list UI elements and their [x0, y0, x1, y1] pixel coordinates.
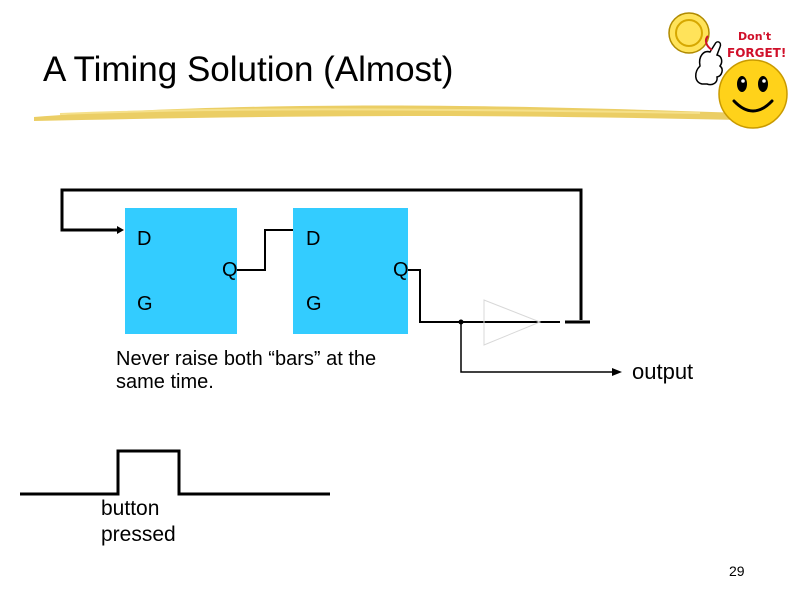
smiley-right-eye	[758, 76, 768, 92]
button-pressed-label: button pressed	[101, 497, 176, 546]
coin-icon	[668, 12, 710, 54]
smiley-face-icon	[718, 59, 788, 129]
latch-1	[125, 208, 237, 334]
badge-text-dont: Don't	[738, 30, 771, 43]
badge-text-forget: FORGET!	[727, 46, 786, 60]
slide-title: A Timing Solution (Almost)	[43, 50, 454, 89]
latch-2-g-label: G	[306, 293, 322, 315]
latch-1-d-label: D	[137, 228, 152, 250]
latch-2-q-label: Q	[393, 259, 409, 281]
title-underline	[34, 105, 742, 121]
feedback-wire	[60, 188, 583, 320]
output-arrowhead	[612, 368, 622, 376]
dont-forget-clipart: Don't FORGET!	[668, 12, 788, 129]
latch-1-g-label: G	[137, 293, 153, 315]
output-branch-wire	[460, 322, 612, 373]
button-pulse-waveform	[20, 449, 330, 496]
latch-2	[293, 208, 408, 334]
smiley-mouth	[732, 99, 774, 113]
title-underline-highlight	[59, 108, 701, 115]
page-number: 29	[729, 563, 745, 579]
latch-1-q-label: Q	[222, 259, 238, 281]
pointing-hand-icon	[695, 41, 723, 86]
q1-to-d2-wire	[237, 229, 293, 271]
q2-output-wire	[408, 269, 560, 323]
buffer-gate	[483, 299, 542, 346]
timing-note: Never raise both “bars” at the same time…	[116, 348, 377, 393]
output-label: output	[632, 359, 694, 384]
reminder-string	[704, 35, 713, 51]
feedback-arrowhead	[117, 226, 124, 234]
smiley-left-eye	[737, 76, 747, 92]
latch-2-d-label: D	[306, 228, 321, 250]
